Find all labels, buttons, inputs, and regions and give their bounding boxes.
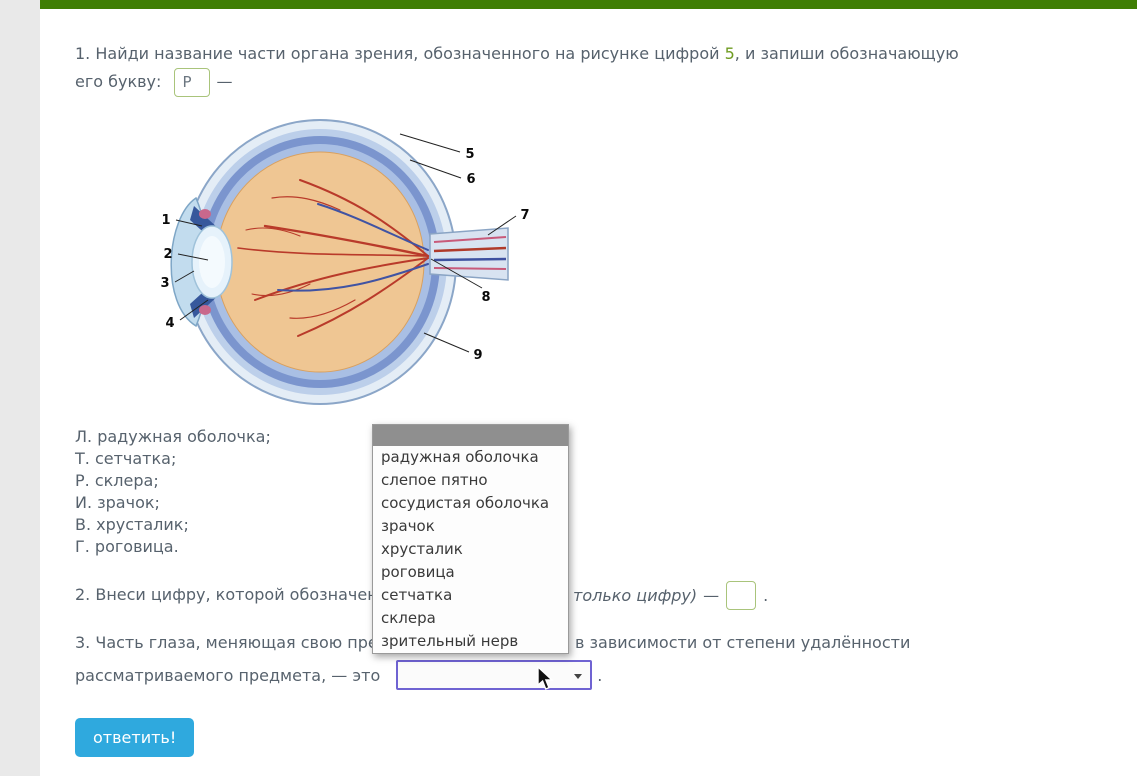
question-3-text-left: 3. Часть глаза, меняющая свою прел	[75, 633, 388, 652]
dropdown-option[interactable]: хрусталик	[381, 540, 463, 558]
q2-italic-hint: только цифру)	[573, 586, 698, 605]
q2-period: .	[763, 586, 769, 605]
chevron-down-icon	[574, 674, 583, 679]
question-3-line2: рассматриваемого предмета, — это .	[75, 660, 602, 690]
diagram-label-5: 5	[465, 147, 474, 162]
mouse-cursor-icon	[537, 666, 554, 690]
diagram-label-9: 9	[473, 348, 482, 363]
letter-option: В. хрусталик;	[75, 515, 189, 534]
select-dropdown-list: радужная оболочка слепое пятно сосудиста…	[372, 424, 569, 654]
q1-dash: —	[216, 72, 233, 91]
vitreous-body	[215, 151, 425, 373]
dropdown-option[interactable]: роговица	[381, 563, 455, 581]
diagram-label-4: 4	[165, 316, 174, 331]
question-2-text-right: только цифру) — .	[573, 581, 768, 610]
blood-vessels	[237, 179, 430, 337]
label-lines	[174, 133, 517, 353]
dropdown-option[interactable]: радужная оболочка	[381, 448, 539, 466]
q3-answer-select[interactable]	[396, 660, 593, 690]
diagram-label-7: 7	[520, 208, 529, 223]
answer-button[interactable]: ответить!	[75, 718, 195, 757]
letter-option: Р. склера;	[75, 471, 159, 490]
dropdown-option[interactable]: зрачок	[381, 517, 435, 535]
letter-option: Г. роговица.	[75, 537, 179, 556]
diagram-label-2: 2	[163, 247, 172, 262]
question-2-text-left: 2. Внеси цифру, которой обозначен(-	[75, 585, 390, 604]
optic-nerve	[429, 227, 509, 281]
top-accent-bar	[40, 0, 1137, 9]
q1-figure-number: 5	[724, 44, 735, 63]
q2-dash: —	[703, 586, 720, 605]
eye-diagram-svg: 1 2 3 4 5 6 7 8 9	[160, 119, 530, 405]
q3-period: .	[597, 665, 603, 685]
letter-option: И. зрачок;	[75, 493, 160, 512]
ciliary-body-upper	[199, 209, 211, 219]
q1-answer-input[interactable]: Р	[173, 68, 210, 97]
question-1: 1. Найди название части органа зрения, о…	[75, 40, 980, 97]
letter-options-list: Л. радужная оболочка; Т. сетчатка; Р. ск…	[75, 426, 271, 558]
letter-option: Т. сетчатка;	[75, 449, 177, 468]
letter-option: Л. радужная оболочка;	[75, 427, 271, 446]
q2-answer-input[interactable]	[726, 581, 757, 610]
diagram-label-8: 8	[481, 290, 490, 305]
ciliary-body-lower	[199, 305, 211, 315]
dropdown-option[interactable]: слепое пятно	[381, 471, 488, 489]
q1-text-prefix: 1. Найди название части органа зрения, о…	[75, 44, 725, 63]
left-margin	[0, 0, 40, 776]
lens-core	[199, 236, 225, 288]
select-selected-value	[398, 667, 414, 677]
question-3-text-right: в зависимости от степени удалённости	[575, 633, 911, 652]
dropdown-option[interactable]: сосудистая оболочка	[381, 494, 550, 512]
dropdown-option[interactable]: склера	[381, 609, 436, 627]
diagram-label-3: 3	[160, 276, 169, 291]
diagram-number-labels: 1 2 3 4 5 6 7 8 9	[160, 147, 529, 363]
dropdown-option-blank[interactable]	[373, 425, 568, 446]
q3-line2-text: рассматриваемого предмета, — это	[75, 665, 381, 685]
q1-text-suffix: , и запиши обозначающую его букву:	[75, 44, 959, 91]
diagram-label-1: 1	[161, 213, 170, 228]
dropdown-option[interactable]: сетчатка	[381, 586, 453, 604]
anterior-segment	[170, 196, 233, 328]
diagram-label-6: 6	[466, 172, 475, 187]
eye-diagram: 1 2 3 4 5 6 7 8 9	[150, 108, 540, 424]
dropdown-option[interactable]: зрительный нерв	[381, 632, 519, 650]
